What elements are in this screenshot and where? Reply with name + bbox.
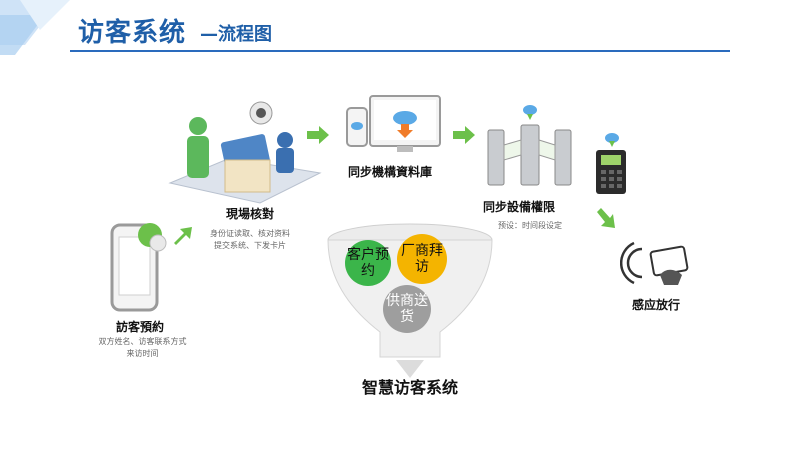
phone-icon — [110, 223, 167, 312]
title-underline — [70, 50, 730, 52]
arrow-icon — [597, 208, 615, 228]
turnstile-gates-illustration — [487, 105, 572, 186]
sync-device-caption: 预设：时间段设定 — [498, 221, 562, 230]
booking-caption: 双方姓名、访客联系方式 来访时间 — [80, 336, 205, 360]
onsite-caption: 身份证读取、核对资料 提交系统、下发卡片 — [195, 228, 305, 252]
arrow-icon — [307, 126, 329, 144]
bubble-customer-booking: 客户预约 — [345, 240, 391, 286]
bubble-supplier-delivery: 供商送货 — [383, 285, 431, 333]
tap-card-icon — [620, 241, 689, 285]
corner-decoration — [0, 0, 70, 55]
booking-caption-line-1: 双方姓名、访客联系方式 — [98, 337, 187, 346]
onsite-check-illustration — [168, 101, 322, 204]
sync-device-label: 同步設備權限 — [483, 200, 556, 214]
sync-db-label: 同步機構資料庫 — [348, 165, 433, 179]
page-title: 访客系统 — [78, 18, 187, 48]
booking-caption-line-2: 来访时间 — [126, 349, 159, 358]
bubble-vendor-visit: 厂商拜访 — [397, 234, 447, 284]
devices-cloud-icon — [346, 95, 441, 152]
onsite-caption-line-2: 提交系统、下发卡片 — [214, 241, 286, 250]
page-subtitle: —流程图 — [200, 24, 272, 45]
onsite-label: 現場核對 — [225, 207, 274, 221]
arrow-icon — [174, 227, 192, 245]
booking-label: 訪客預約 — [115, 320, 164, 334]
card-reader-icon — [596, 133, 626, 194]
funnel-caption: 智慧访客系统 — [361, 378, 458, 397]
arrow-icon — [453, 126, 475, 144]
release-label: 感应放行 — [632, 298, 681, 312]
onsite-caption-line-1: 身份证读取、核对资料 — [210, 229, 290, 238]
